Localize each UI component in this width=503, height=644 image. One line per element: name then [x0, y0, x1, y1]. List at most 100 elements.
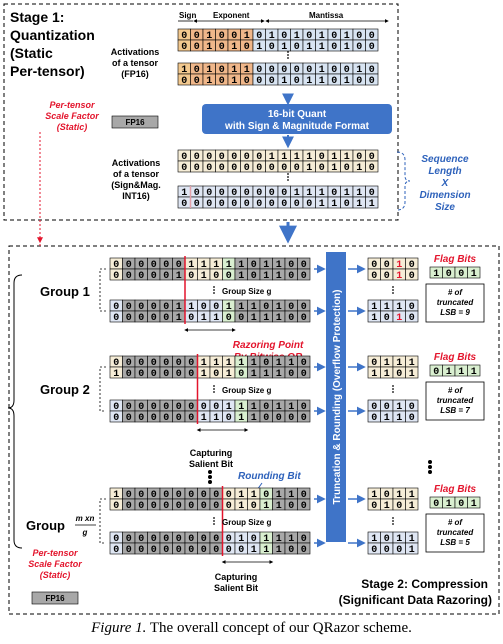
bit-digit: 1: [409, 369, 415, 380]
bit-digit: 0: [356, 152, 362, 163]
ellipsis-dot: [213, 292, 215, 294]
bit-digit: 0: [151, 369, 157, 380]
ellipsis-dot: [213, 289, 215, 291]
ellipsis-dot: [392, 523, 394, 525]
bit-digit: 1: [369, 199, 375, 210]
bit-digit: 1: [371, 490, 377, 501]
bit-digit: 0: [281, 163, 287, 174]
bit-digit: 0: [238, 313, 244, 324]
bit-digit: 0: [113, 313, 119, 324]
bit-digit: 0: [163, 358, 169, 369]
truncated-note-box: [425, 513, 485, 553]
bit-digit: 0: [176, 501, 182, 512]
bit-digit: 0: [219, 42, 225, 53]
bit-digit: 0: [219, 163, 225, 174]
bit-cell: [297, 498, 311, 511]
bit-digit: 1: [371, 534, 377, 545]
header-mantissa: Mantissa: [309, 11, 344, 20]
bit-digit: 0: [163, 413, 169, 424]
bit-digit: 1: [276, 402, 282, 413]
act-int16-label-1: Activations: [112, 158, 161, 168]
ellipsis-dot: [392, 391, 394, 393]
bit-digit: 0: [384, 313, 390, 324]
stage1-title-2: Quantization: [10, 27, 95, 43]
bit-digit: 0: [288, 302, 294, 313]
bit-digit: 1: [263, 545, 269, 556]
bit-digit: 0: [163, 490, 169, 501]
bit-digit: 0: [269, 188, 275, 199]
bit-digit: 0: [163, 534, 169, 545]
bit-digit: 1: [306, 163, 312, 174]
bit-digit: 0: [181, 76, 187, 87]
bit-digit: 1: [396, 490, 402, 501]
act-fp16-label-3: (FP16): [121, 69, 149, 79]
bit-digit: 0: [301, 534, 307, 545]
bit-digit: 0: [238, 369, 244, 380]
bit-digit: 0: [176, 369, 182, 380]
bit-digit: 0: [138, 260, 144, 271]
group-bracket: [99, 366, 106, 412]
bit-digit: 0: [113, 260, 119, 271]
bit-digit: 0: [371, 358, 377, 369]
bit-digit: 0: [206, 199, 212, 210]
bit-digit: 1: [396, 271, 402, 282]
bit-digit: 0: [306, 65, 312, 76]
bit-digit: 1: [356, 199, 362, 210]
bit-digit: 0: [263, 490, 269, 501]
act-int16-label-3: (Sign&Mag.: [111, 180, 161, 190]
bit-digit: 0: [113, 545, 119, 556]
bit-digit: 0: [251, 534, 257, 545]
bit-digit: 0: [281, 31, 287, 42]
truncation-label: Truncation & Rounding (Overflow Protecti…: [332, 290, 343, 505]
bit-digit: 0: [269, 76, 275, 87]
bit-digit: 0: [356, 76, 362, 87]
bit-digit: 0: [219, 31, 225, 42]
bit-digit: 0: [319, 152, 325, 163]
bit-digit: 0: [181, 163, 187, 174]
bit-digit: 1: [226, 402, 232, 413]
bit-digit: 0: [371, 413, 377, 424]
bit-digit: 0: [219, 199, 225, 210]
bit-digit: 0: [226, 545, 232, 556]
truncated-note-box: [425, 381, 485, 421]
bit-digit: 1: [281, 152, 287, 163]
bit-digit: 0: [188, 271, 194, 282]
truncation-bar: [326, 252, 346, 542]
s2-scale-label-2: Scale Factor: [28, 559, 82, 569]
act-fp16-label-2: of a tensor: [112, 58, 159, 68]
bit-digit: 1: [226, 260, 232, 271]
flag-bits-title: Flag Bits: [434, 484, 477, 495]
bit-digit: 0: [458, 499, 464, 510]
bit-digit: 1: [384, 302, 390, 313]
bit-digit: 1: [288, 534, 294, 545]
bit-digit: 0: [369, 163, 375, 174]
seq-label-3: X: [441, 178, 450, 189]
bit-digit: 1: [113, 490, 119, 501]
bit-digit: 0: [371, 402, 377, 413]
ellipsis-dot: [428, 465, 432, 469]
bit-digit: 0: [281, 199, 287, 210]
bit-cell: [405, 310, 419, 323]
bit-digit: 0: [176, 545, 182, 556]
bit-digit: 1: [213, 313, 219, 324]
group1-label: Group 1: [40, 284, 90, 299]
bit-digit: 0: [409, 402, 415, 413]
bit-digit: 0: [433, 499, 439, 510]
s2-scale-box: [31, 591, 79, 605]
bit-digit: 0: [226, 413, 232, 424]
bit-digit: 0: [206, 163, 212, 174]
bit-digit: 1: [238, 271, 244, 282]
bit-digit: 0: [194, 76, 200, 87]
bit-cell: [365, 73, 379, 86]
bit-digit: 0: [113, 302, 119, 313]
group3-label: Group: [26, 518, 65, 533]
